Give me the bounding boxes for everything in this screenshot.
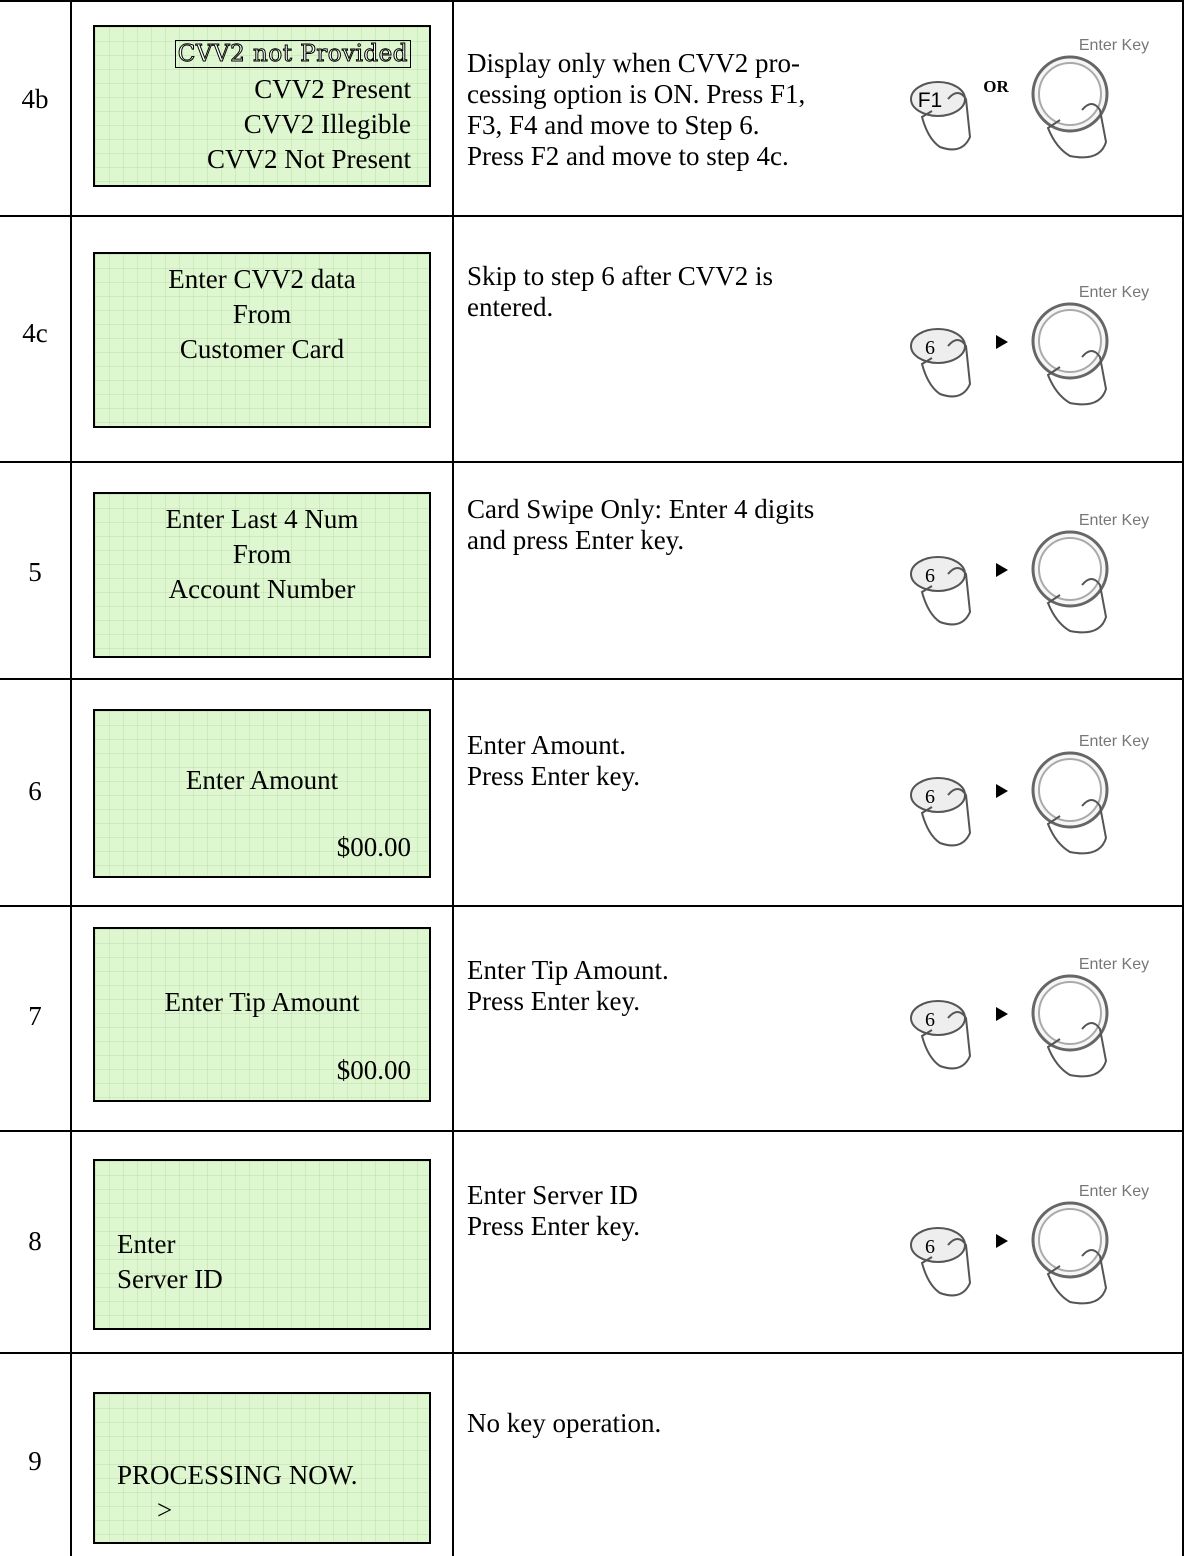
step-number: 5 (28, 557, 42, 587)
table-row: 9 PROCESSING NOW. > No key operation. (0, 1352, 1184, 1556)
table-divider (70, 0, 72, 1556)
number-then-enter-key-icon: Enter Key 6 (910, 1183, 1149, 1305)
step-number: 4c (22, 318, 48, 348)
lcd-line: CVV2 not Provided (113, 35, 411, 72)
number-key-label: 6 (925, 1236, 935, 1258)
table-divider (0, 0, 1184, 2)
step-number: 4b (21, 84, 49, 114)
step-description: Enter Amount. Press Enter key. (467, 730, 887, 792)
number-then-enter-key-icon: Enter Key 6 (910, 956, 1149, 1078)
table-row: 8 Enter Server ID Enter Server ID Press … (0, 1130, 1184, 1352)
description-line: Press Enter key. (467, 761, 640, 791)
lcd-line: From (232, 299, 292, 329)
table-divider (0, 215, 1184, 217)
or-label: OR (983, 77, 1009, 96)
description-line: and press Enter key. (467, 525, 685, 555)
description-line: cessing option is ON. Press F1, (467, 79, 806, 109)
f1-key-label: F1 (918, 89, 943, 112)
step-number: 9 (28, 1446, 42, 1476)
description-line: F3, F4 and move to Step 6. (467, 110, 760, 140)
enter-key-label: Enter Key (1079, 733, 1149, 750)
number-key-label: 6 (925, 786, 935, 808)
lcd-line: Enter Amount (185, 765, 339, 795)
description-line: No key operation. (467, 1408, 662, 1438)
lcd-progress-indicator: > (157, 1495, 173, 1525)
lcd-screen: CVV2 not Provided CVV2 Present CVV2 Ille… (93, 25, 431, 187)
step-description: No key operation. (467, 1408, 887, 1439)
enter-key-label: Enter Key (1079, 37, 1149, 54)
table-row: 5 Enter Last 4 Num From Account Number C… (0, 461, 1184, 678)
lcd-line: Customer Card (179, 334, 345, 364)
table-divider (452, 0, 454, 1556)
table-row: 4c Enter CVV2 data From Customer Card Sk… (0, 215, 1184, 461)
lcd-screen: Enter Tip Amount $00.00 (93, 927, 431, 1102)
number-then-enter-key-icon: Enter Key 6 (910, 733, 1149, 855)
description-line: entered. (467, 292, 554, 322)
f1-or-enter-key-icon: Enter Key F1 OR (910, 37, 1149, 159)
table-divider (0, 905, 1184, 907)
description-line: Enter Server ID (467, 1180, 638, 1210)
lcd-line: CVV2 Not Present (207, 144, 411, 174)
number-key-label: 6 (925, 337, 935, 359)
lcd-line: CVV2 Illegible (243, 109, 411, 139)
table-divider (0, 678, 1184, 680)
table-row: 6 Enter Amount $00.00 Enter Amount. Pres… (0, 678, 1184, 905)
step-number: 6 (28, 776, 42, 806)
enter-key-label: Enter Key (1079, 284, 1149, 301)
lcd-screen: Enter Server ID (93, 1159, 431, 1330)
number-key-label: 6 (925, 565, 935, 587)
description-line: Press Enter key. (467, 1211, 640, 1241)
lcd-line: Server ID (117, 1264, 223, 1294)
table-divider (1182, 0, 1184, 1556)
lcd-line: Enter Last 4 Num (165, 504, 359, 534)
number-key-label: 6 (925, 1009, 935, 1031)
table-divider (0, 1352, 1184, 1354)
lcd-line: From (232, 539, 292, 569)
table-divider (0, 1130, 1184, 1132)
description-line: Enter Tip Amount. (467, 955, 669, 985)
lcd-line: Enter (117, 1229, 176, 1259)
table-row: 4b CVV2 not Provided CVV2 Present CVV2 I… (0, 0, 1184, 215)
step-description: Display only when CVV2 pro- cessing opti… (467, 48, 887, 172)
enter-key-label: Enter Key (1079, 512, 1149, 529)
description-line: Enter Amount. (467, 730, 626, 760)
description-line: Skip to step 6 after CVV2 is (467, 261, 773, 291)
table-row: 7 Enter Tip Amount $00.00 Enter Tip Amou… (0, 905, 1184, 1130)
lcd-line: Account Number (168, 574, 356, 604)
description-line: Press Enter key. (467, 986, 640, 1016)
step-number: 7 (28, 1001, 42, 1031)
lcd-screen: PROCESSING NOW. > (93, 1392, 431, 1544)
lcd-line: CVV2 Present (254, 74, 411, 104)
step-description: Enter Server ID Press Enter key. (467, 1180, 887, 1242)
description-line: Press F2 and move to step 4c. (467, 141, 789, 171)
lcd-amount: $00.00 (336, 832, 411, 862)
lcd-line: PROCESSING NOW. (117, 1460, 358, 1490)
step-description: Enter Tip Amount. Press Enter key. (467, 955, 887, 1017)
enter-key-label: Enter Key (1079, 1183, 1149, 1200)
lcd-screen: Enter CVV2 data From Customer Card (93, 252, 431, 428)
lcd-screen: Enter Last 4 Num From Account Number (93, 492, 431, 658)
lcd-highlighted-option: CVV2 not Provided (174, 40, 411, 68)
lcd-amount: $00.00 (336, 1055, 411, 1085)
step-description: Skip to step 6 after CVV2 is entered. (467, 261, 887, 323)
step-number: 8 (28, 1226, 42, 1256)
lcd-screen: Enter Amount $00.00 (93, 709, 431, 878)
description-line: Display only when CVV2 pro- (467, 48, 800, 78)
step-description: Card Swipe Only: Enter 4 digits and pres… (467, 494, 887, 556)
table-divider (0, 461, 1184, 463)
description-line: Card Swipe Only: Enter 4 digits (467, 494, 815, 524)
number-then-enter-key-icon: Enter Key 6 (910, 512, 1149, 634)
enter-key-label: Enter Key (1079, 956, 1149, 973)
number-then-enter-key-icon: Enter Key 6 (910, 284, 1149, 406)
lcd-line: Enter Tip Amount (164, 987, 360, 1017)
lcd-line: Enter CVV2 data (168, 264, 356, 294)
